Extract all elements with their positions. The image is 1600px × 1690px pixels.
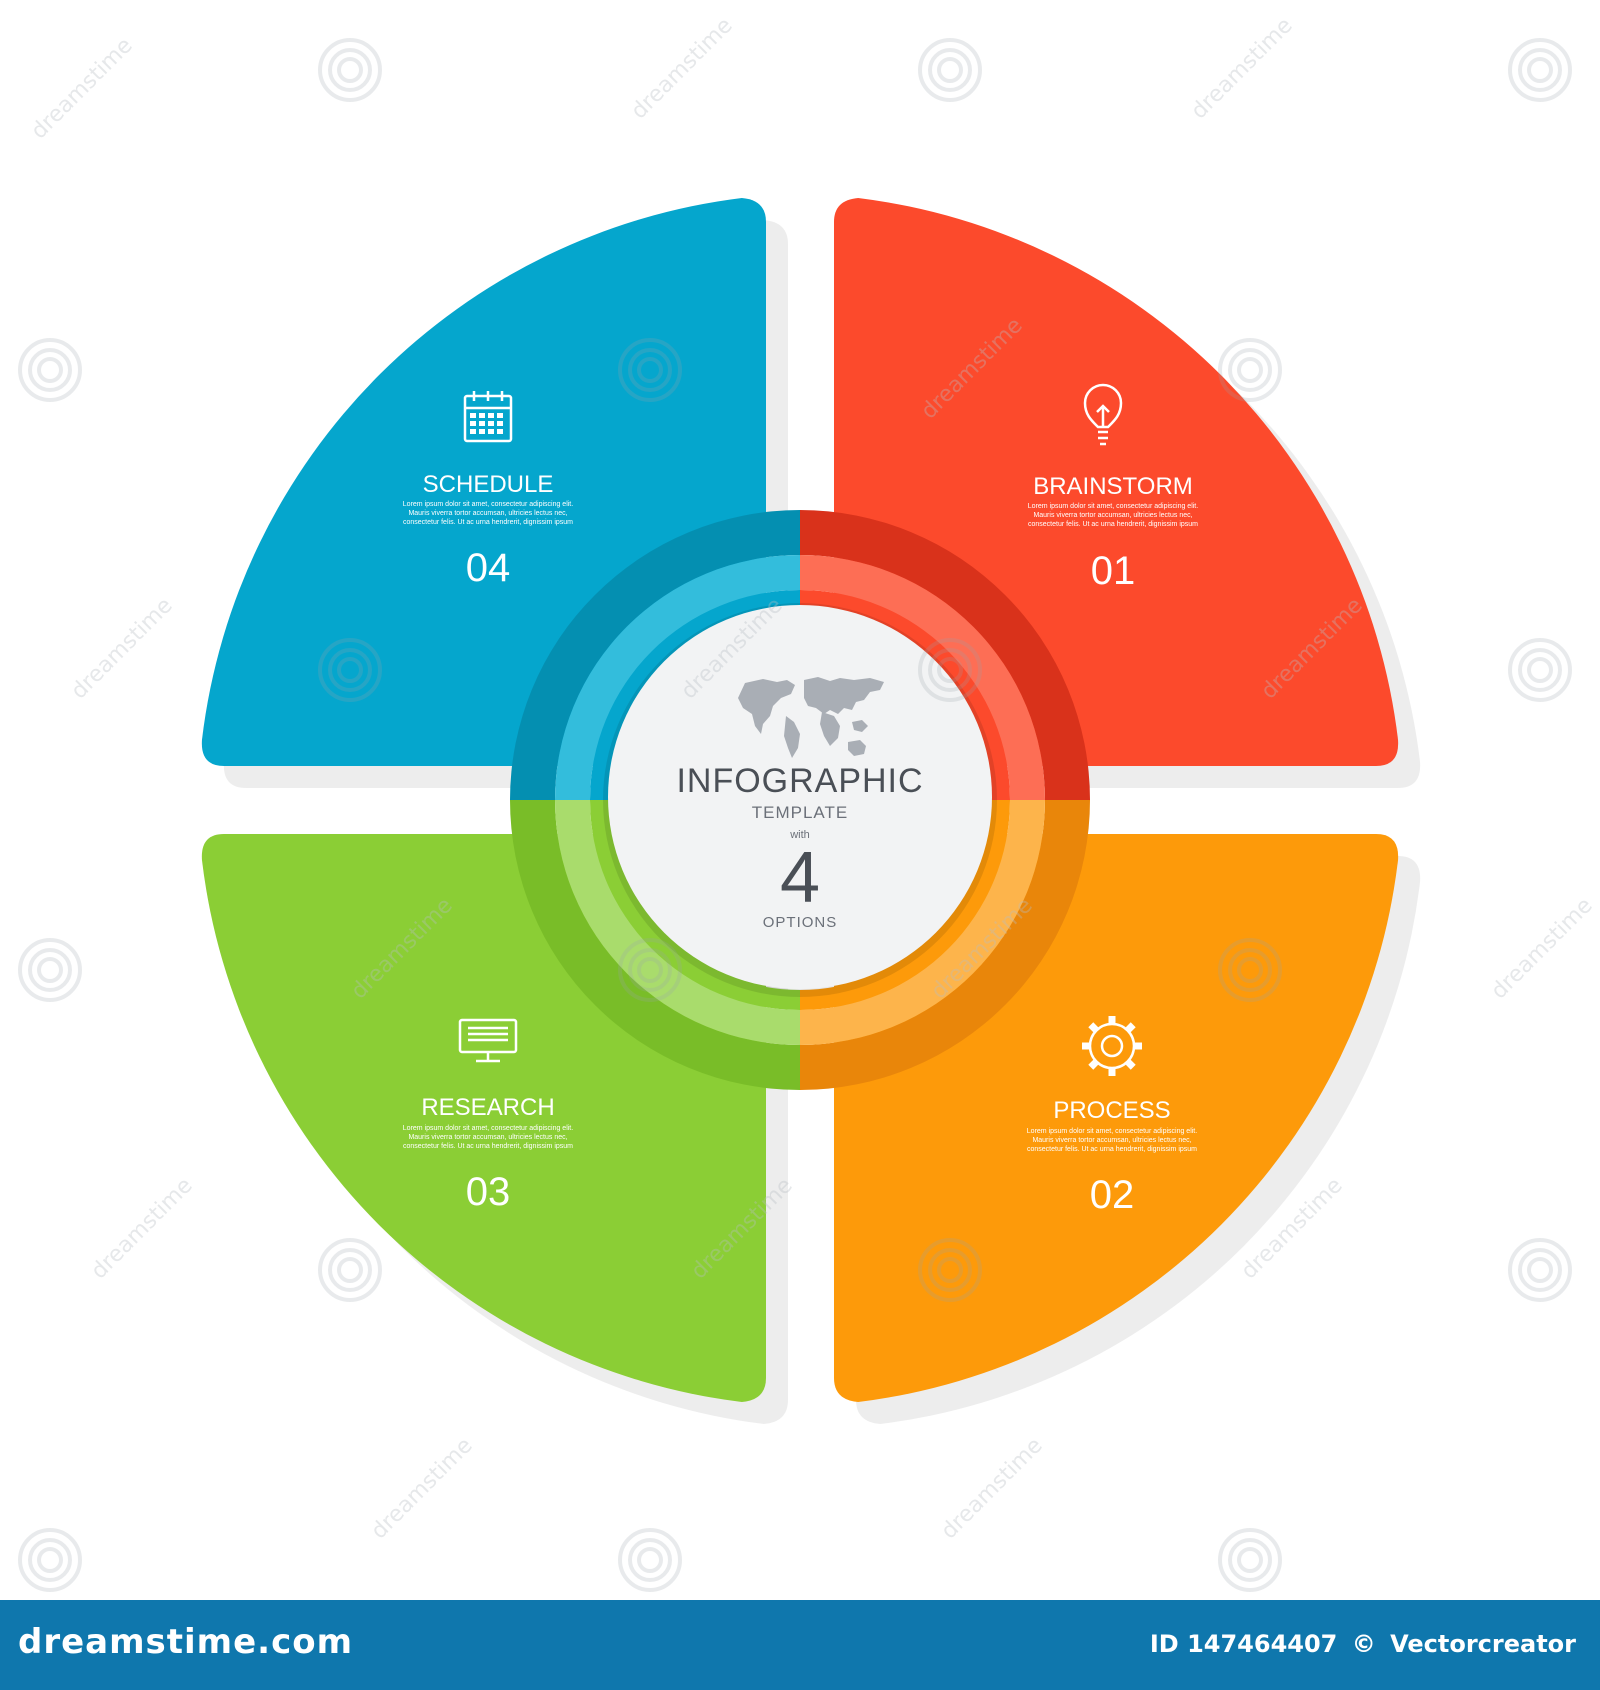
segment-process-body-3: consectetur felis. Ut ac urna hendrerit,… xyxy=(1027,1146,1197,1153)
dreamstime-swirl-icon xyxy=(1508,38,1572,102)
center-options: OPTIONS xyxy=(763,914,838,931)
dreamstime-swirl-icon xyxy=(18,938,82,1002)
dreamstime-swirl-icon xyxy=(618,1528,682,1592)
dreamstime-swirl-icon xyxy=(1218,938,1282,1002)
author-name[interactable]: Vectorcreator xyxy=(1390,1630,1576,1658)
dreamstime-swirl-icon xyxy=(1218,1528,1282,1592)
image-id: ID 147464407 xyxy=(1149,1630,1338,1658)
segment-brainstorm-number: 01 xyxy=(1091,549,1136,593)
segment-research-number: 03 xyxy=(466,1170,511,1214)
dreamstime-swirl-icon xyxy=(618,938,682,1002)
center-title: INFOGRAPHIC xyxy=(676,762,923,800)
ring-brainstorm-dark xyxy=(800,510,1090,800)
lightbulb-icon xyxy=(1083,383,1123,446)
dreamstime-swirl-icon xyxy=(318,638,382,702)
segment-brainstorm-title: BRAINSTORM xyxy=(1033,473,1193,500)
watermark-text: dreamstime xyxy=(627,13,738,124)
ring-research-light xyxy=(555,800,800,1045)
inner-ring xyxy=(510,510,1090,1090)
ring-brainstorm-light xyxy=(800,555,1045,800)
world-map-icon xyxy=(738,677,884,758)
dreamstime-swirl-icon xyxy=(18,338,82,402)
segment-process-number: 02 xyxy=(1090,1173,1135,1217)
center-with: with xyxy=(789,829,810,841)
watermark-text: dreamstime xyxy=(937,1433,1048,1544)
dreamstime-swirl-icon xyxy=(1508,638,1572,702)
ring-process-light xyxy=(800,800,1045,1045)
ring-process-dark xyxy=(800,800,1090,1090)
monitor-icon xyxy=(458,1018,518,1063)
ring-research-dark xyxy=(510,800,800,1090)
segment-brainstorm-body-2: Mauris viverra tortor accumsan, ultricie… xyxy=(1033,512,1192,519)
segment-research-body-3: consectetur felis. Ut ac urna hendrerit,… xyxy=(403,1143,573,1150)
watermark-text: dreamstime xyxy=(27,33,138,144)
center-disc: INFOGRAPHIC TEMPLATE with 4 OPTIONS xyxy=(603,603,997,997)
segment-schedule-number: 04 xyxy=(466,546,511,590)
ring-schedule-dark xyxy=(510,510,800,800)
dreamstime-swirl-icon xyxy=(318,1238,382,1302)
dreamstime-swirl-icon xyxy=(918,1238,982,1302)
segment-schedule-body-2: Mauris viverra tortor accumsan, ultricie… xyxy=(408,510,567,517)
segment-schedule-title: SCHEDULE xyxy=(423,471,554,498)
footer-credit: ID 147464407 © Vectorcreator xyxy=(1144,1630,1576,1658)
gear-icon xyxy=(1082,1016,1142,1076)
dreamstime-swirl-icon xyxy=(18,1528,82,1592)
watermark-text: dreamstime xyxy=(67,593,178,704)
segment-schedule-body-1: Lorem ipsum dolor sit amet, consectetur … xyxy=(403,501,573,508)
segment-schedule-body-3: consectetur felis. Ut ac urna hendrerit,… xyxy=(403,519,573,526)
dreamstime-swirl-icon xyxy=(918,38,982,102)
dreamstime-swirl-icon xyxy=(918,638,982,702)
watermark-text: dreamstime xyxy=(87,1173,198,1284)
segment-process-body-2: Mauris viverra tortor accumsan, ultricie… xyxy=(1032,1137,1191,1144)
copyright-icon: © xyxy=(1351,1630,1376,1658)
segment-brainstorm-body-1: Lorem ipsum dolor sit amet, consectetur … xyxy=(1028,503,1198,510)
center-number: 4 xyxy=(780,838,820,918)
watermark-text: dreamstime xyxy=(367,1433,478,1544)
dreamstime-swirl-icon xyxy=(618,338,682,402)
ring-schedule-light xyxy=(555,555,800,800)
center-subtitle: TEMPLATE xyxy=(752,803,848,822)
footer-brand[interactable]: dreamstime.com xyxy=(18,1622,354,1662)
dreamstime-swirl-icon xyxy=(318,38,382,102)
segment-process-title: PROCESS xyxy=(1053,1097,1170,1124)
segment-process-body-1: Lorem ipsum dolor sit amet, consectetur … xyxy=(1027,1128,1197,1135)
segment-research-body-2: Mauris viverra tortor accumsan, ultricie… xyxy=(408,1134,567,1141)
segment-research-body-1: Lorem ipsum dolor sit amet, consectetur … xyxy=(403,1125,573,1132)
footer-bar: dreamstime.com ID 147464407 © Vectorcrea… xyxy=(0,1600,1600,1690)
watermark-text: dreamstime xyxy=(1187,13,1298,124)
dreamstime-swirl-icon xyxy=(1508,1238,1572,1302)
segment-brainstorm-body-3: consectetur felis. Ut ac urna hendrerit,… xyxy=(1028,521,1198,528)
dreamstime-swirl-icon xyxy=(1218,338,1282,402)
watermark-text: dreamstime xyxy=(1487,893,1598,1004)
segment-research-title: RESEARCH xyxy=(421,1094,554,1121)
calendar-icon xyxy=(463,391,513,443)
